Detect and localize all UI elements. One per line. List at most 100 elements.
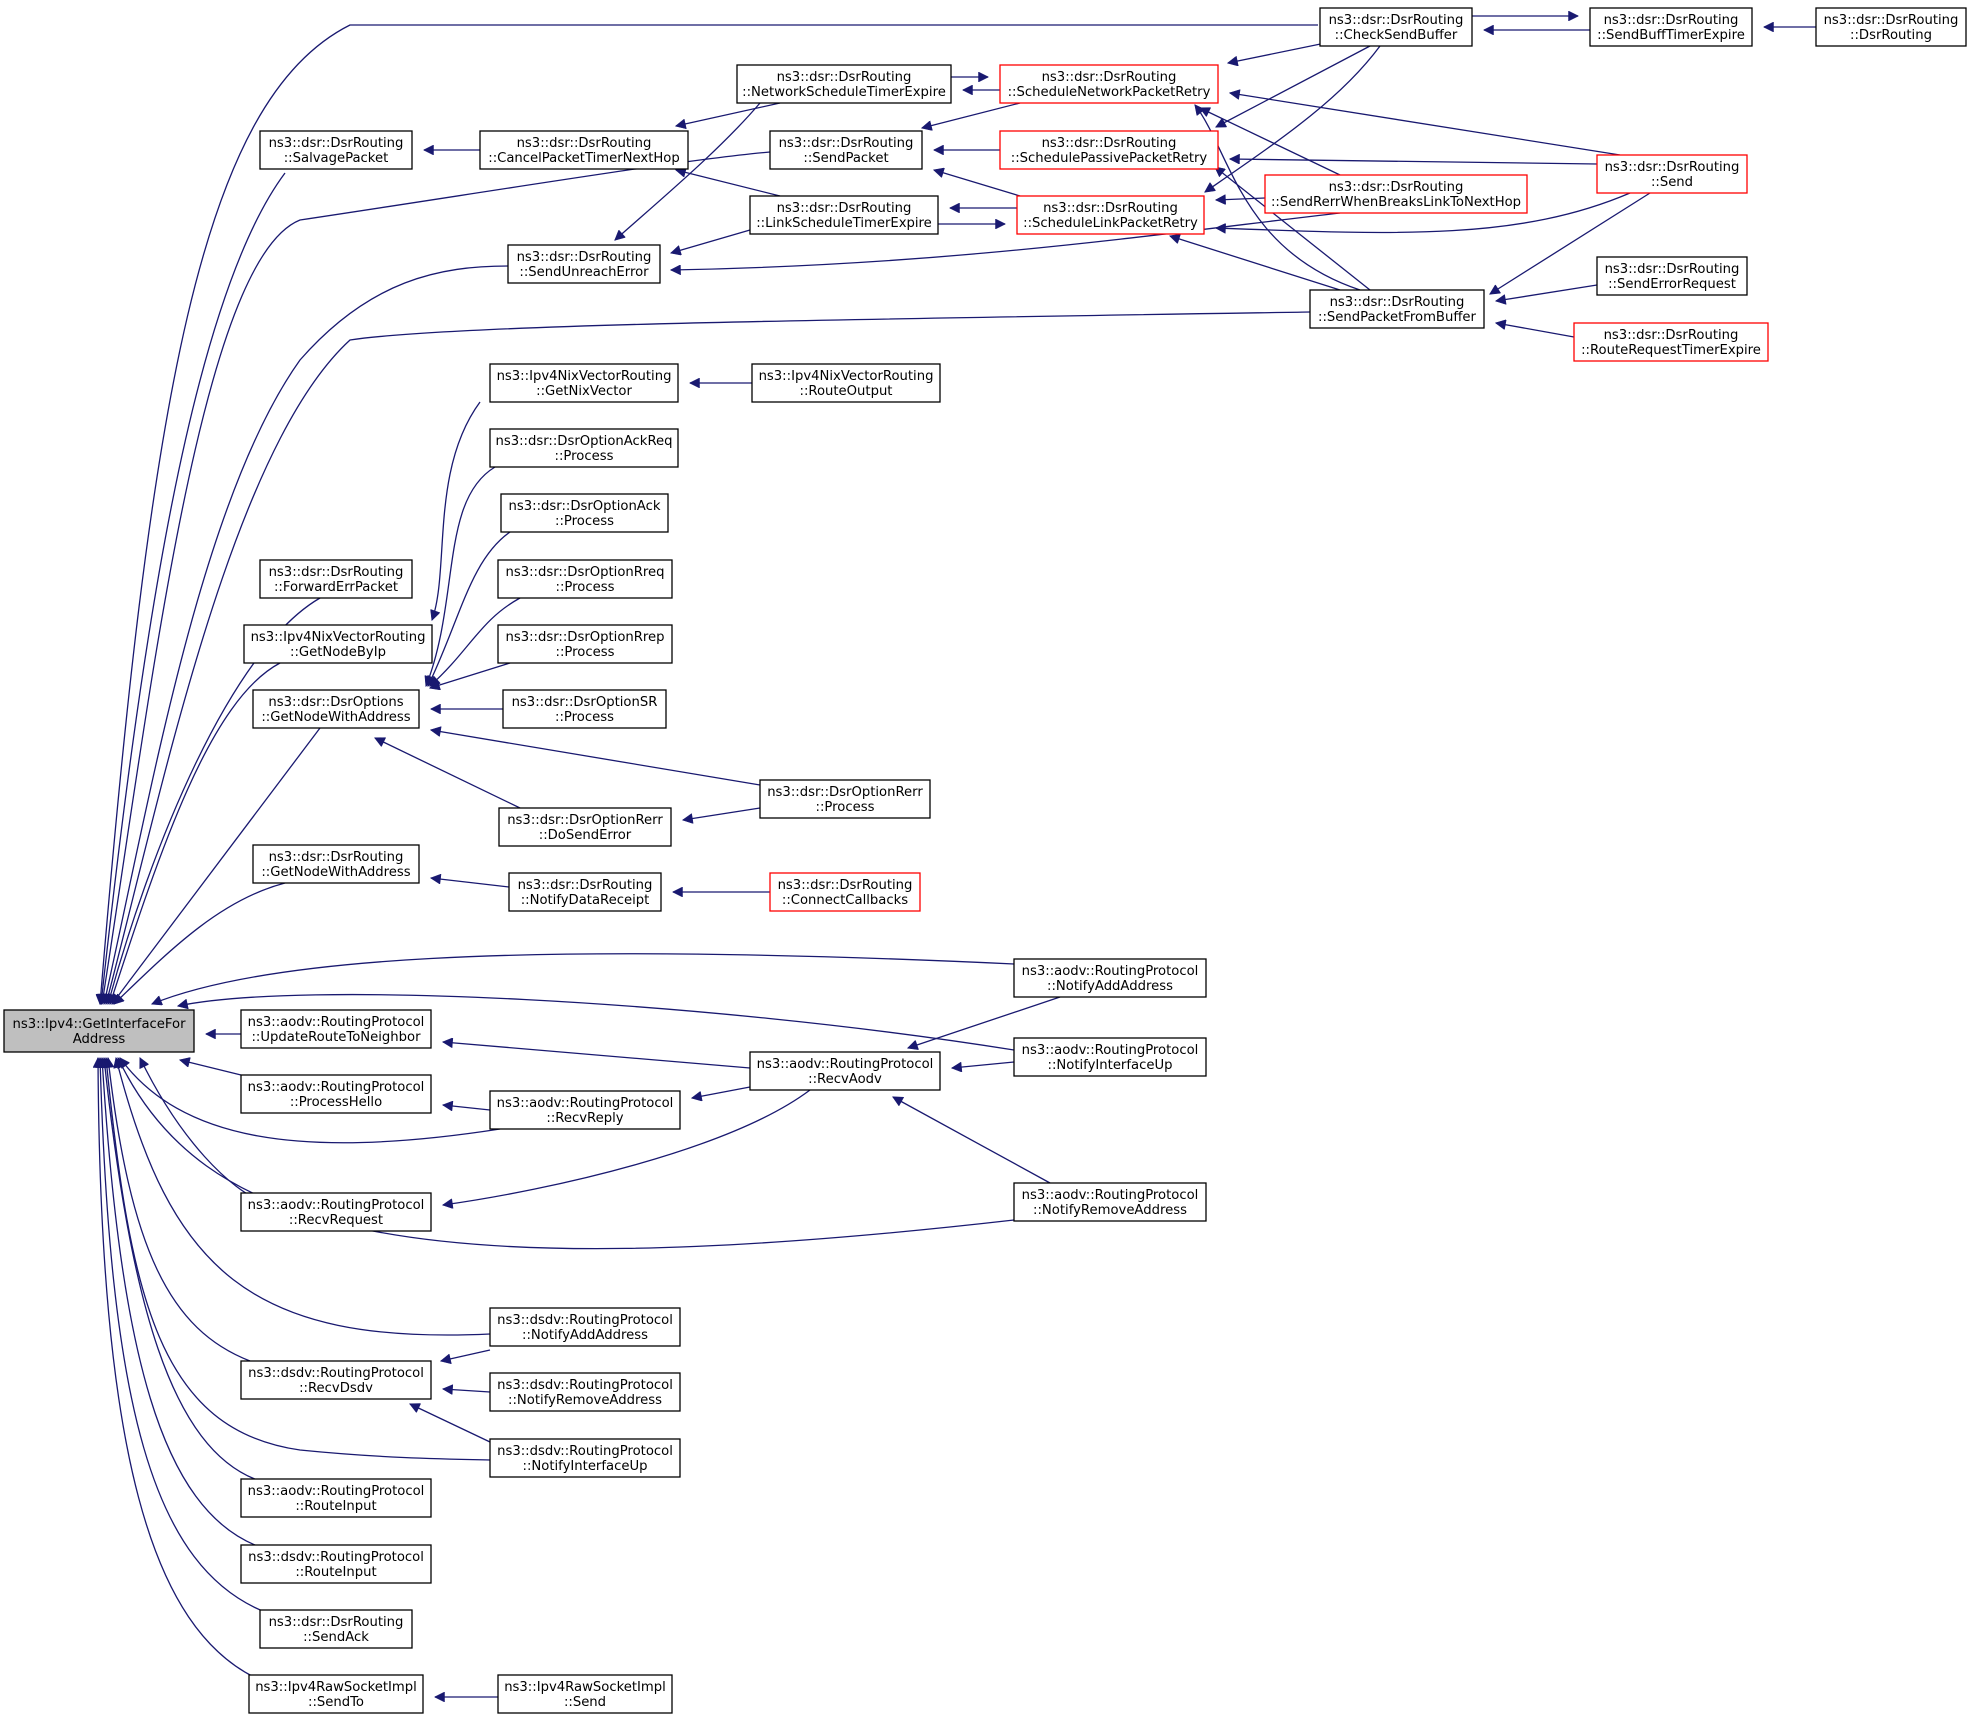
graph-node[interactable]: ns3::dsr::DsrRouting::SendPacket xyxy=(769,130,923,170)
graph-node[interactable]: ns3::Ipv4NixVectorRouting::GetNixVector xyxy=(489,363,679,403)
node-box xyxy=(489,1307,681,1347)
node-label: ns3::Ipv4NixVectorRouting xyxy=(759,369,934,384)
edge-n11-to-n7 xyxy=(1200,108,1341,176)
graph-node[interactable]: ns3::dsr::DsrRouting::NetworkScheduleTim… xyxy=(736,64,952,104)
edge-n11-to-n14 xyxy=(671,212,1341,270)
graph-node[interactable]: ns3::dsr::DsrRouting::SalvagePacket xyxy=(259,130,413,170)
graph-node[interactable]: ns3::dsr::DsrOptionRrep::Process xyxy=(497,624,673,664)
graph-node[interactable]: ns3::dsr::DsrOptionRreq::Process xyxy=(497,559,673,599)
graph-node[interactable]: ns3::dsdv::RoutingProtocol::RecvDsdv xyxy=(240,1360,432,1400)
node-box xyxy=(489,363,679,403)
graph-node[interactable]: ns3::dsr::DsrRouting::CancelPacketTimerN… xyxy=(479,130,689,170)
graph-node[interactable]: ns3::dsr::DsrRouting::GetNodeWithAddress xyxy=(252,844,420,884)
graph-node[interactable]: ns3::dsr::DsrRouting::ForwardErrPacket xyxy=(259,559,413,599)
node-box xyxy=(500,493,669,533)
node-label-member: ::Send xyxy=(564,1695,606,1710)
graph-node[interactable]: ns3::dsdv::RoutingProtocol::RouteInput xyxy=(240,1544,432,1584)
node-label: ns3::dsr::DsrRouting xyxy=(269,1615,404,1630)
graph-node[interactable]: ns3::dsr::DsrRouting::LinkScheduleTimerE… xyxy=(749,195,939,235)
edge-n10-to-n7 xyxy=(1230,93,1621,156)
graph-node[interactable]: ns3::aodv::RoutingProtocol::RecvAodv xyxy=(749,1051,941,1091)
graph-node[interactable]: ns3::dsr::DsrRouting::NotifyDataReceipt xyxy=(508,872,662,912)
node-label-member: ::RecvReply xyxy=(546,1111,623,1126)
edge-n20-to-n26 xyxy=(426,466,496,686)
graph-node[interactable]: ns3::dsr::DsrRouting::ScheduleLinkPacket… xyxy=(1016,195,1205,235)
graph-node[interactable]: ns3::dsr::DsrRouting::DsrRouting xyxy=(1815,7,1967,47)
node-label: ns3::Ipv4::GetInterfaceFor xyxy=(13,1017,187,1032)
graph-node[interactable]: ns3::aodv::RoutingProtocol::NotifyAddAdd… xyxy=(1013,958,1207,998)
graph-node[interactable]: ns3::dsr::DsrRouting::ScheduleNetworkPac… xyxy=(999,64,1219,104)
graph-node[interactable]: ns3::aodv::RoutingProtocol::RouteInput xyxy=(240,1478,432,1518)
node-label: ns3::dsr::DsrRouting xyxy=(778,878,913,893)
edge-n29-to-n26 xyxy=(375,738,521,809)
edge-n31-to-n30 xyxy=(431,878,510,888)
node-label-member: ::SendBuffTimerExpire xyxy=(1597,28,1745,43)
graph-node[interactable]: ns3::aodv::RoutingProtocol::RecvRequest xyxy=(240,1192,432,1232)
node-label-member: ::Process xyxy=(555,710,614,725)
graph-node[interactable]: ns3::dsdv::RoutingProtocol::NotifyRemove… xyxy=(489,1372,681,1412)
node-box xyxy=(240,1544,432,1584)
graph-node[interactable]: ns3::dsr::DsrRouting::Send xyxy=(1596,154,1748,194)
node-box xyxy=(502,689,667,729)
edge-n10-to-n9 xyxy=(1230,159,1598,165)
node-box xyxy=(1013,958,1207,998)
node-label: ns3::dsr::DsrOptions xyxy=(268,695,403,710)
graph-node[interactable]: ns3::aodv::RoutingProtocol::ProcessHello xyxy=(240,1074,432,1114)
node-box xyxy=(749,1051,941,1091)
graph-node[interactable]: ns3::Ipv4NixVectorRouting::GetNodeByIp xyxy=(243,624,433,664)
graph-node[interactable]: ns3::Ipv4RawSocketImpl::Send xyxy=(497,1674,673,1714)
graph-node[interactable]: ns3::dsr::DsrRouting::CheckSendBuffer xyxy=(1319,7,1473,47)
node-label: ns3::Ipv4NixVectorRouting xyxy=(251,630,426,645)
graph-node[interactable]: ns3::dsr::DsrRouting::SendPacketFromBuff… xyxy=(1309,289,1485,329)
node-label-member: ::RouteOutput xyxy=(800,384,893,399)
node-box xyxy=(999,64,1219,104)
graph-node[interactable]: ns3::aodv::RoutingProtocol::RecvReply xyxy=(489,1090,681,1130)
graph-node[interactable]: ns3::dsr::DsrOptionRerr::DoSendError xyxy=(498,807,672,847)
graph-node[interactable]: ns3::dsdv::RoutingProtocol::NotifyInterf… xyxy=(489,1438,681,1478)
node-label-member: ::NotifyDataReceipt xyxy=(521,893,650,908)
node-label: ns3::Ipv4NixVectorRouting xyxy=(497,369,672,384)
node-label-member: ::NetworkScheduleTimerExpire xyxy=(742,85,946,100)
node-label-member: ::Process xyxy=(555,449,614,464)
graph-node[interactable]: ns3::dsr::DsrRouting::SendErrorRequest xyxy=(1596,256,1748,296)
node-box xyxy=(479,130,689,170)
node-label: ns3::dsr::DsrOptionSR xyxy=(512,695,658,710)
edge-n15-to-n16 xyxy=(1496,284,1598,301)
edge-n36-to-n40 xyxy=(443,1089,811,1205)
graph-node[interactable]: ns3::dsr::DsrRouting::ConnectCallbacks xyxy=(769,872,921,912)
graph-node[interactable]: ns3::dsr::DsrRouting::SendUnreachError xyxy=(507,244,661,284)
graph-node[interactable]: ns3::dsr::DsrOptionSR::Process xyxy=(502,689,667,729)
edge-n36-to-n34 xyxy=(443,1042,751,1069)
edge-n28-to-n29 xyxy=(683,807,761,820)
node-label-member: ::NotifyAddAddress xyxy=(522,1328,648,1343)
graph-node[interactable]: ns3::aodv::RoutingProtocol::NotifyRemove… xyxy=(1013,1182,1207,1222)
edge-n23-to-n26 xyxy=(430,597,521,686)
graph-node[interactable]: ns3::dsr::DsrOptionRerr::Process xyxy=(759,779,931,819)
graph-node[interactable]: ns3::dsr::DsrOptionAck::Process xyxy=(500,493,669,533)
node-label-member: ::RouteInput xyxy=(295,1565,376,1580)
edge-n38-to-n0 xyxy=(120,1058,501,1144)
node-box xyxy=(259,130,413,170)
graph-node[interactable]: ns3::dsdv::RoutingProtocol::NotifyAddAdd… xyxy=(489,1307,681,1347)
node-label-member: ::Process xyxy=(555,514,614,529)
node-box xyxy=(489,428,679,468)
graph-node[interactable]: ns3::aodv::RoutingProtocol::UpdateRouteT… xyxy=(240,1009,432,1049)
graph-node[interactable]: ns3::Ipv4RawSocketImpl::SendTo xyxy=(248,1674,424,1714)
graph-node[interactable]: ns3::Ipv4NixVectorRouting::RouteOutput xyxy=(751,363,941,403)
node-box xyxy=(240,1478,432,1518)
graph-node[interactable]: ns3::dsr::DsrRouting::SendBuffTimerExpir… xyxy=(1589,7,1753,47)
edge-n24-to-n0 xyxy=(110,662,281,1004)
node-label-member: ::SchedulePassivePacketRetry xyxy=(1011,151,1208,166)
graph-node[interactable]: ns3::aodv::RoutingProtocol::NotifyInterf… xyxy=(1013,1037,1207,1077)
graph-node[interactable]: ns3::dsr::DsrRouting::SendRerrWhenBreaks… xyxy=(1264,174,1528,214)
graph-node[interactable]: ns3::dsr::DsrOptions::GetNodeWithAddress xyxy=(252,689,420,729)
graph-node[interactable]: ns3::dsr::DsrRouting::SendAck xyxy=(259,1609,413,1649)
node-label: ns3::dsr::DsrRouting xyxy=(269,136,404,151)
graph-node[interactable]: ns3::dsr::DsrRouting::RouteRequestTimerE… xyxy=(1573,322,1769,362)
graph-node[interactable]: ns3::dsr::DsrOptionAckReq::Process xyxy=(489,428,679,468)
edge-n33-to-n36 xyxy=(908,996,1061,1048)
graph-node[interactable]: ns3::dsr::DsrRouting::SchedulePassivePac… xyxy=(999,130,1219,170)
edge-n35-to-n36 xyxy=(952,1061,1015,1068)
node-box xyxy=(999,130,1219,170)
edge-n13-to-n8 xyxy=(934,170,1021,197)
